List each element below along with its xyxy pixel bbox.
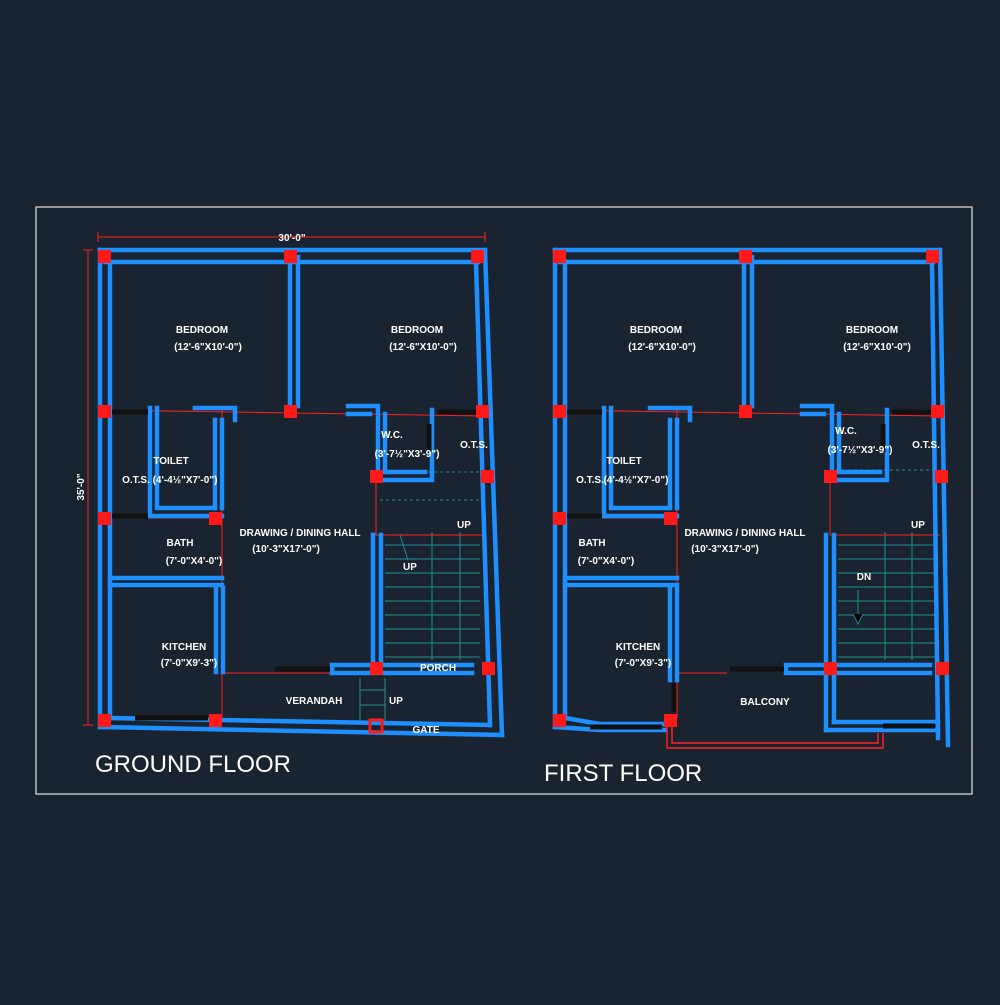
first-wc-label: W.C. [835,426,857,437]
ground-width-dimension: 30'-0" [278,233,305,244]
ground-verandah-label: VERANDAH [286,696,343,707]
ground-bedroom-left-size: (12'-6"X10'-0") [174,342,242,353]
ground-bedroom-left-label: BEDROOM [176,325,228,336]
first-bedroom-left-label: BEDROOM [630,325,682,336]
ground-wc-label: W.C. [381,430,403,441]
drawing-frame [35,206,973,795]
ground-walls [97,247,505,738]
first-ots-right-label: O.T.S. [912,440,940,451]
first-bath-label: BATH [578,538,605,549]
ground-toilet-size: (4'-4½"X7'-0") [153,475,218,486]
ground-hall-size: (10'-3"X17'-0") [252,544,320,555]
ground-hall-label: DRAWING / DINING HALL [239,528,360,539]
ground-floor-title: GROUND FLOOR [95,751,291,778]
ground-bedroom-right-size: (12'-6"X10'-0") [389,342,457,353]
ground-dimension-lines [83,232,486,726]
first-bedroom-left-size: (12'-6"X10'-0") [628,342,696,353]
ground-toilet-label: TOILET [153,456,188,467]
first-stair-dn-label: DN [857,572,871,583]
first-kitchen-size: (7'-0"X9'-3") [615,658,671,669]
ground-floor-plan: 30'-0" 35'-0" BEDROOM (12'-6"X10'-0") BE… [76,232,505,778]
ground-stair-up-label-2: UP [403,562,417,573]
ground-bath-label: BATH [166,538,193,549]
ground-wc-size: (3'-7½"X3'-9") [375,449,440,460]
ground-ots-right-label: O.T.S. [460,440,488,451]
first-columns [553,250,949,727]
first-hall-label: DRAWING / DINING HALL [684,528,805,539]
first-bedroom-right-size: (12'-6"X10'-0") [843,342,911,353]
first-toilet-label: TOILET [606,456,641,467]
ground-depth-dimension: 35'-0" [76,473,87,500]
balcony-railing [666,725,884,749]
first-bath-size: (7'-0"X4'-0") [578,556,634,567]
first-balcony-label: BALCONY [740,697,790,708]
first-floor-title: FIRST FLOOR [544,760,702,787]
ground-columns [98,250,495,727]
first-kitchen-label: KITCHEN [616,642,660,653]
first-stair-up-label: UP [911,520,925,531]
gate-column [368,718,384,734]
ground-bedroom-right-label: BEDROOM [391,325,443,336]
first-doors [567,409,935,730]
ground-porch-label: PORCH [420,663,456,674]
ground-staircase [359,532,480,725]
ground-kitchen-label: KITCHEN [162,642,206,653]
ground-doors [112,409,478,721]
ground-ots-left-label: O.T.S. [122,475,150,486]
ground-bath-size: (7'-0"X4'-0") [166,556,222,567]
first-bedroom-right-label: BEDROOM [846,325,898,336]
first-wc-size: (3'-7½"X3'-9") [828,445,893,456]
first-hall-size: (10'-3"X17'-0") [691,544,759,555]
ground-gate-label: GATE [412,725,439,736]
first-floor-plan: BEDROOM (12'-6"X10'-0") BEDROOM (12'-6"X… [544,247,951,787]
first-staircase [838,532,935,660]
first-toilet-size: (4'-4½"X7'-0") [604,475,669,486]
ground-entry-up-label: UP [389,696,403,707]
first-ots-left-label: O.T.S. [576,475,604,486]
ground-kitchen-size: (7'-0"X9'-3") [161,658,217,669]
ground-stair-up-label: UP [457,520,471,531]
